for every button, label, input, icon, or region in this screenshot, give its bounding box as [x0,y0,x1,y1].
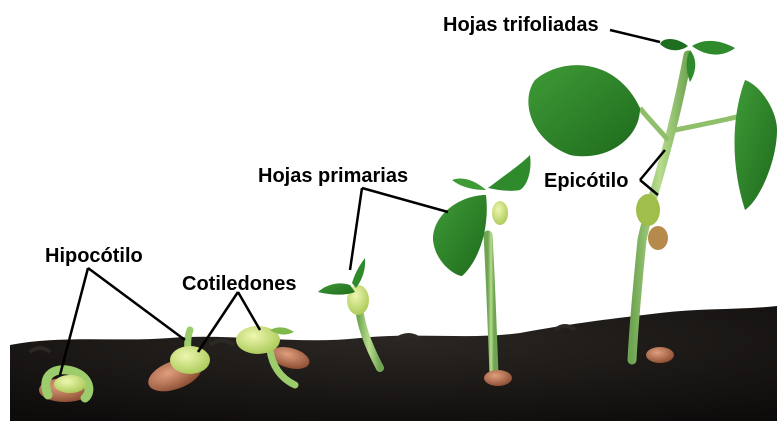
seed-remnant-5 [484,370,512,386]
line-hojas-primarias-2 [350,188,362,270]
primary-leaf-5-right [488,155,531,191]
primary-leaf-6-left [528,65,640,156]
cotyledon-6b [648,226,668,250]
seed-remnant-6 [646,347,674,363]
primary-leaf-6-right [734,80,777,210]
cotyledon-5 [492,201,508,225]
petiole-6-right [675,115,745,130]
label-hojas-trifoliadas: Hojas trifoliadas [443,14,599,36]
cotyledon-6 [636,194,660,226]
primary-leaf-5-left [433,195,487,276]
label-cotiledones: Cotiledones [182,273,296,295]
line-hojas-primarias-1 [362,188,448,212]
line-hipocotilo-1 [88,268,185,340]
cotyledon-1 [54,375,86,393]
label-epicotilo: Epicótilo [544,170,628,192]
cotyledon-2 [170,346,210,374]
trifoliate-leaflet-right [692,41,735,55]
label-hojas-primarias: Hojas primarias [258,165,408,187]
line-cotiledones-2 [238,292,260,330]
petiole-6-left [640,108,668,140]
soil [10,306,777,421]
hypocotyl-5 [488,235,494,375]
primary-leaf-4 [318,283,355,294]
trifoliate-leaflet-left [660,39,688,50]
primary-leaf-4b [352,258,365,288]
line-hojas-trifoliadas [610,30,660,42]
label-hipocotilo: Hipocótilo [45,245,143,267]
primary-leaf-5-top [452,178,486,190]
